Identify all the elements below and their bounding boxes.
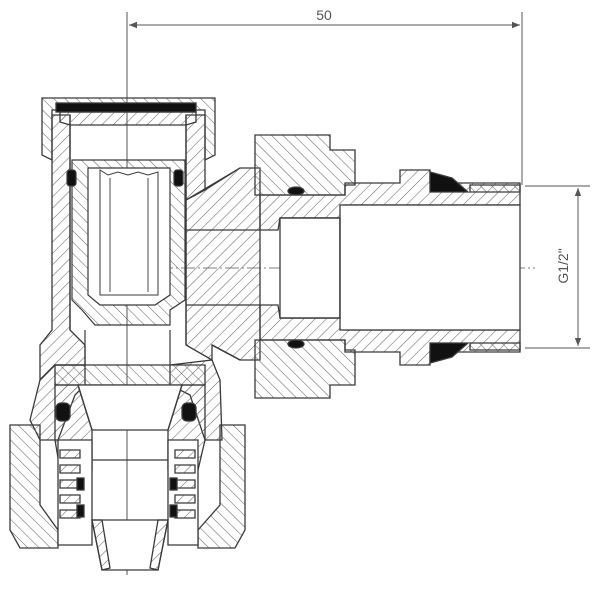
body-neck xyxy=(186,167,260,361)
vertical-bore xyxy=(84,330,171,365)
top-cap xyxy=(41,97,216,162)
tailpiece xyxy=(259,169,521,366)
compression-nut-bottom xyxy=(9,424,246,571)
union-nut xyxy=(254,134,356,399)
spindle-insert xyxy=(66,159,186,326)
width-dimension-label: 50 xyxy=(316,7,332,23)
thread-dimension xyxy=(525,185,590,349)
thread-dimension-label: G1/2" xyxy=(555,248,571,283)
